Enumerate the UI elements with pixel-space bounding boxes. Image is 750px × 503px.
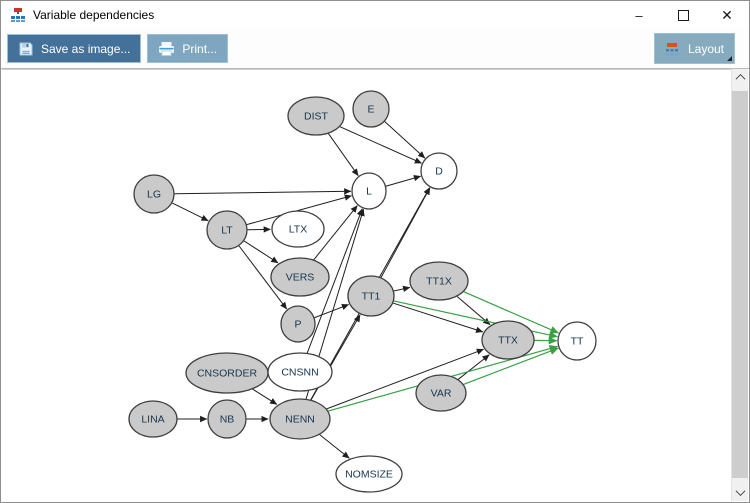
graph-node-vers[interactable]: VERS <box>270 257 330 297</box>
edge-tt1x-tt <box>463 291 559 334</box>
edge-var-tt <box>463 347 559 385</box>
print-button[interactable]: Print... <box>147 34 229 63</box>
graph-node-e[interactable]: E <box>352 90 390 128</box>
graph-node-tt[interactable]: TT <box>557 321 597 361</box>
edge-lt-p <box>238 245 288 310</box>
graph-node-label: CNSNN <box>281 367 318 379</box>
edge-l-d <box>385 175 422 187</box>
layout-button[interactable]: Layout <box>653 33 735 64</box>
graph-node-cnsorder[interactable]: CNSORDER <box>185 352 269 394</box>
graph-node-d[interactable]: D <box>420 152 458 190</box>
graph-node-ttx[interactable]: TTX <box>481 320 535 360</box>
graph-node-label: LTX <box>289 224 307 236</box>
edge-var-ttx <box>457 354 490 380</box>
graph-node-label: L <box>366 186 372 198</box>
window-controls: – ✕ <box>617 1 749 29</box>
graph-node-tt1[interactable]: TT1 <box>347 275 395 317</box>
graph-node-label: P <box>294 319 301 331</box>
scrollbar-thumb[interactable] <box>732 91 748 478</box>
graph-node-label: NOMSIZE <box>345 469 393 481</box>
graph-node-label: NB <box>220 414 235 426</box>
graph-node-var[interactable]: VAR <box>415 374 467 412</box>
graph-node-lina[interactable]: LINA <box>128 400 178 438</box>
layout-dropdown-corner-icon <box>727 56 732 61</box>
save-as-image-button[interactable]: Save as image... <box>7 34 142 63</box>
minimize-button[interactable]: – <box>617 1 661 29</box>
graph-node-label: LG <box>147 189 161 201</box>
edge-nenn-nomsize <box>319 434 350 459</box>
save-as-image-label: Save as image... <box>41 41 131 56</box>
edge-lt-l <box>246 194 352 226</box>
graph-node-label: TT1 <box>362 291 381 303</box>
maximize-button[interactable] <box>661 1 705 29</box>
graph-node-label: VAR <box>431 388 452 400</box>
graph-canvas[interactable]: DIST E D LG L LT LTX VERS P TT1 TT1X TTX TT VAR CNSORD… <box>2 69 731 501</box>
graph-node-label: LT <box>221 225 233 237</box>
edge-cnsorder-nenn <box>252 388 278 405</box>
edge-tt1-ttx <box>392 302 484 333</box>
window-title: Variable dependencies <box>33 8 155 22</box>
graph-node-tt1x[interactable]: TT1X <box>409 261 469 301</box>
edge-dist-l <box>327 133 359 177</box>
edge-cnsnn-l <box>306 208 363 354</box>
edge-lg-lt <box>171 202 209 222</box>
minimize-icon: – <box>635 7 643 23</box>
close-icon: ✕ <box>721 6 733 23</box>
edge-tt1-tt <box>393 300 558 339</box>
graph-node-label: DIST <box>304 111 329 123</box>
graph-node-lg[interactable]: LG <box>133 174 175 214</box>
edge-tt1-d <box>380 187 431 278</box>
graph-node-label: CNSORDER <box>197 368 258 380</box>
graph-node-nenn[interactable]: NENN <box>269 398 331 440</box>
edge-dist-d <box>339 126 422 164</box>
graph-node-label: VERS <box>286 272 315 284</box>
chevron-up-icon <box>735 73 745 84</box>
graph-node-label: TTX <box>498 335 518 347</box>
edge-nenn-ttx <box>326 348 484 410</box>
graph-node-label: TT1X <box>426 276 452 288</box>
layout-icon <box>665 42 678 55</box>
close-button[interactable]: ✕ <box>705 1 749 29</box>
maximize-icon <box>677 9 689 21</box>
edge-e-d <box>384 121 426 159</box>
app-hierarchy-icon <box>11 8 25 22</box>
toolbar: Save as image... Print... Layout <box>1 29 749 69</box>
graph-node-nb[interactable]: NB <box>207 399 247 439</box>
edge-vers-l <box>313 205 358 261</box>
layout-label: Layout <box>687 41 724 56</box>
titlebar: Variable dependencies – ✕ <box>1 1 749 29</box>
print-label: Print... <box>182 41 218 56</box>
graph-node-label: NENN <box>285 414 315 426</box>
graph-node-label: D <box>435 166 443 178</box>
scroll-up-button[interactable] <box>732 69 748 86</box>
vertical-scrollbar[interactable] <box>731 69 748 501</box>
graph-node-label: LINA <box>141 414 164 426</box>
graph-node-p[interactable]: P <box>280 305 316 343</box>
edge-p-tt1 <box>314 304 350 319</box>
graph-node-ltx[interactable]: LTX <box>271 210 325 248</box>
graph-node-dist[interactable]: DIST <box>287 96 345 136</box>
graph-node-nomsize[interactable]: NOMSIZE <box>335 455 403 493</box>
graph-node-cnsnn[interactable]: CNSNN <box>267 352 333 392</box>
graph-node-label: E <box>367 104 374 116</box>
graph-node-l[interactable]: L <box>351 172 387 210</box>
graph-node-label: TT <box>571 336 584 348</box>
save-floppy-icon <box>19 42 33 55</box>
edge-tt1-tt1x <box>393 285 411 293</box>
edge-lt-vers <box>243 240 279 264</box>
scroll-down-button[interactable] <box>732 484 748 501</box>
dependency-graph: DIST E D LG L LT LTX VERS P TT1 TT1X TTX TT VAR CNSORD… <box>128 90 597 493</box>
graph-node-lt[interactable]: LT <box>206 210 248 250</box>
chevron-down-icon <box>735 486 745 497</box>
printer-icon <box>159 41 175 56</box>
edge-tt1x-ttx <box>456 296 491 326</box>
edge-lg-l <box>174 188 352 195</box>
